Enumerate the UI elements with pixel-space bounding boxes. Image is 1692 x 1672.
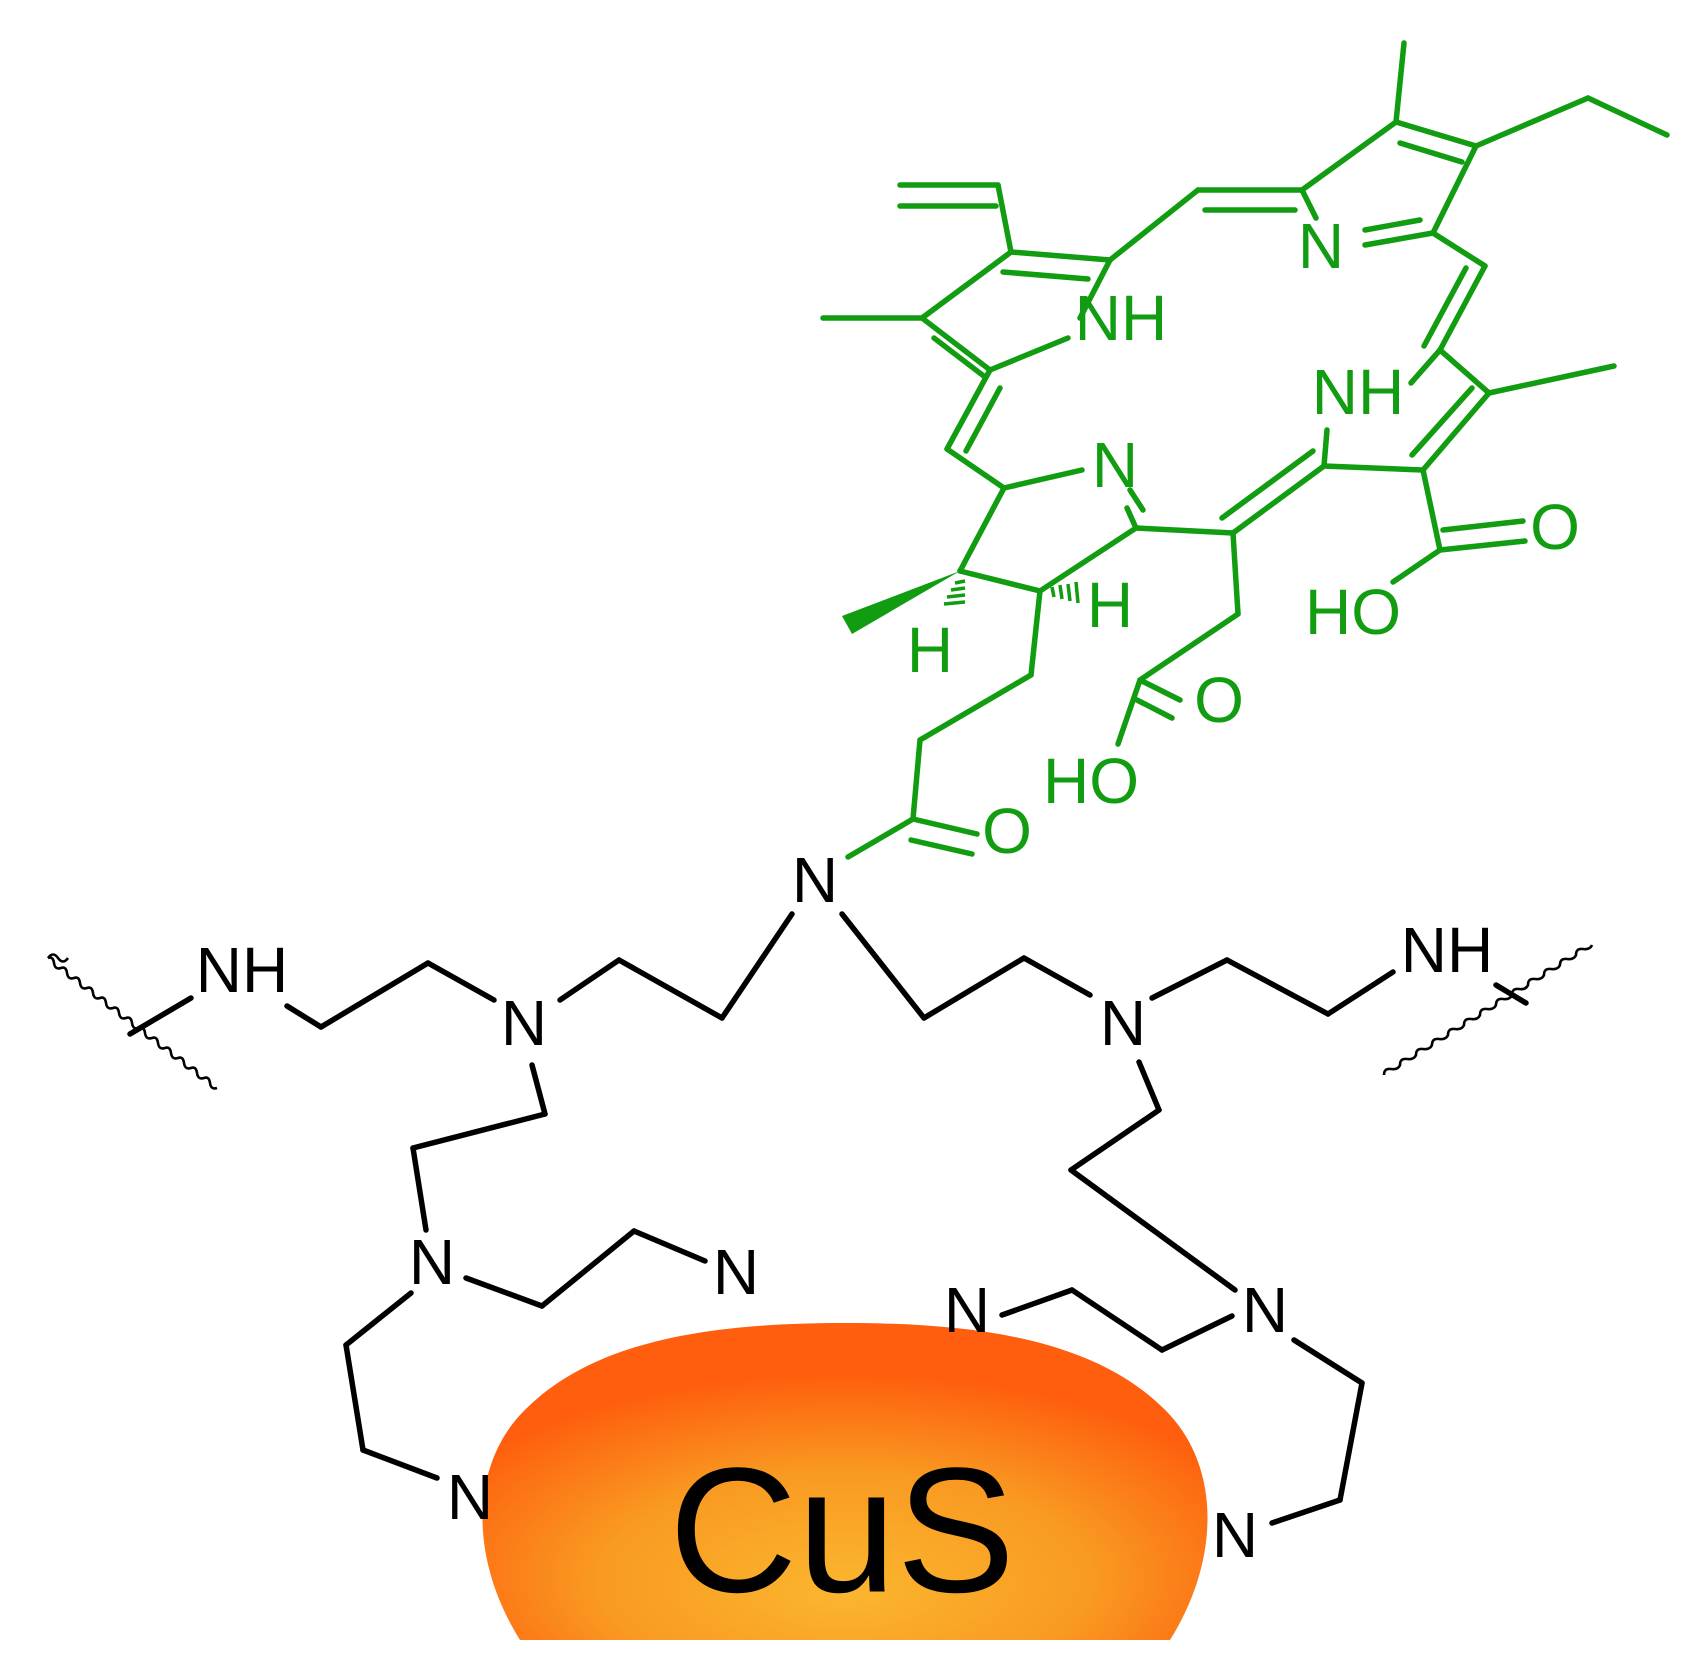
wavy-bond-left-line — [47, 956, 218, 1090]
atom-o-acid-middle: O — [1194, 664, 1244, 736]
atom-h-stereo-1: H — [907, 614, 953, 686]
hash-bond-h2 — [1050, 581, 1080, 604]
chlorin-stereo-bonds — [842, 571, 1080, 634]
atom-nh-left-terminal: NH — [196, 934, 288, 1006]
atom-o-amide: O — [982, 795, 1032, 867]
atom-n-right-lower: N — [1242, 1274, 1288, 1346]
atom-h-stereo-2: H — [1087, 569, 1133, 641]
atom-n-left-branch-end: N — [713, 1236, 759, 1308]
chlorin-e6-bonds — [820, 40, 1670, 860]
cus-nanoparticle: CuS — [482, 1323, 1208, 1640]
atom-n-left-surface: N — [447, 1461, 493, 1533]
atom-n-right-surface: N — [1212, 1499, 1258, 1571]
cus-particle-shape — [482, 1323, 1208, 1640]
wavy-bond-right — [1382, 944, 1594, 1076]
pei-polymer-bonds — [127, 911, 1529, 1526]
atom-n-ring-d: N — [1092, 429, 1138, 501]
atom-nh-ring-c: NH — [1312, 356, 1404, 428]
hash-bond-h1 — [943, 579, 966, 606]
atom-n-amide-central: N — [792, 844, 838, 916]
atom-o-acid-right: O — [1530, 491, 1580, 563]
atom-nh-right-terminal: NH — [1401, 914, 1493, 986]
atom-ho-acid-right: HO — [1305, 576, 1401, 648]
atom-n-right-branch-end: N — [944, 1274, 990, 1346]
wedge-methyl — [842, 571, 960, 634]
atom-n-right-upper: N — [1100, 987, 1146, 1059]
polymer-truncation-marks — [46, 944, 1594, 1090]
atom-n-left-upper: N — [501, 987, 547, 1059]
polymer-atom-labels: N NH NH N N N N N N N N — [196, 844, 1493, 1571]
cus-label: CuS — [669, 1431, 1015, 1630]
atom-nh-ring-a: NH — [1075, 282, 1167, 354]
atom-n-left-lower: N — [409, 1226, 455, 1298]
chlorin-atom-labels: NH N N NH H H O HO O HO O — [907, 210, 1580, 867]
atom-ho-acid-middle: HO — [1043, 745, 1139, 817]
atom-n-ring-b: N — [1298, 210, 1344, 282]
